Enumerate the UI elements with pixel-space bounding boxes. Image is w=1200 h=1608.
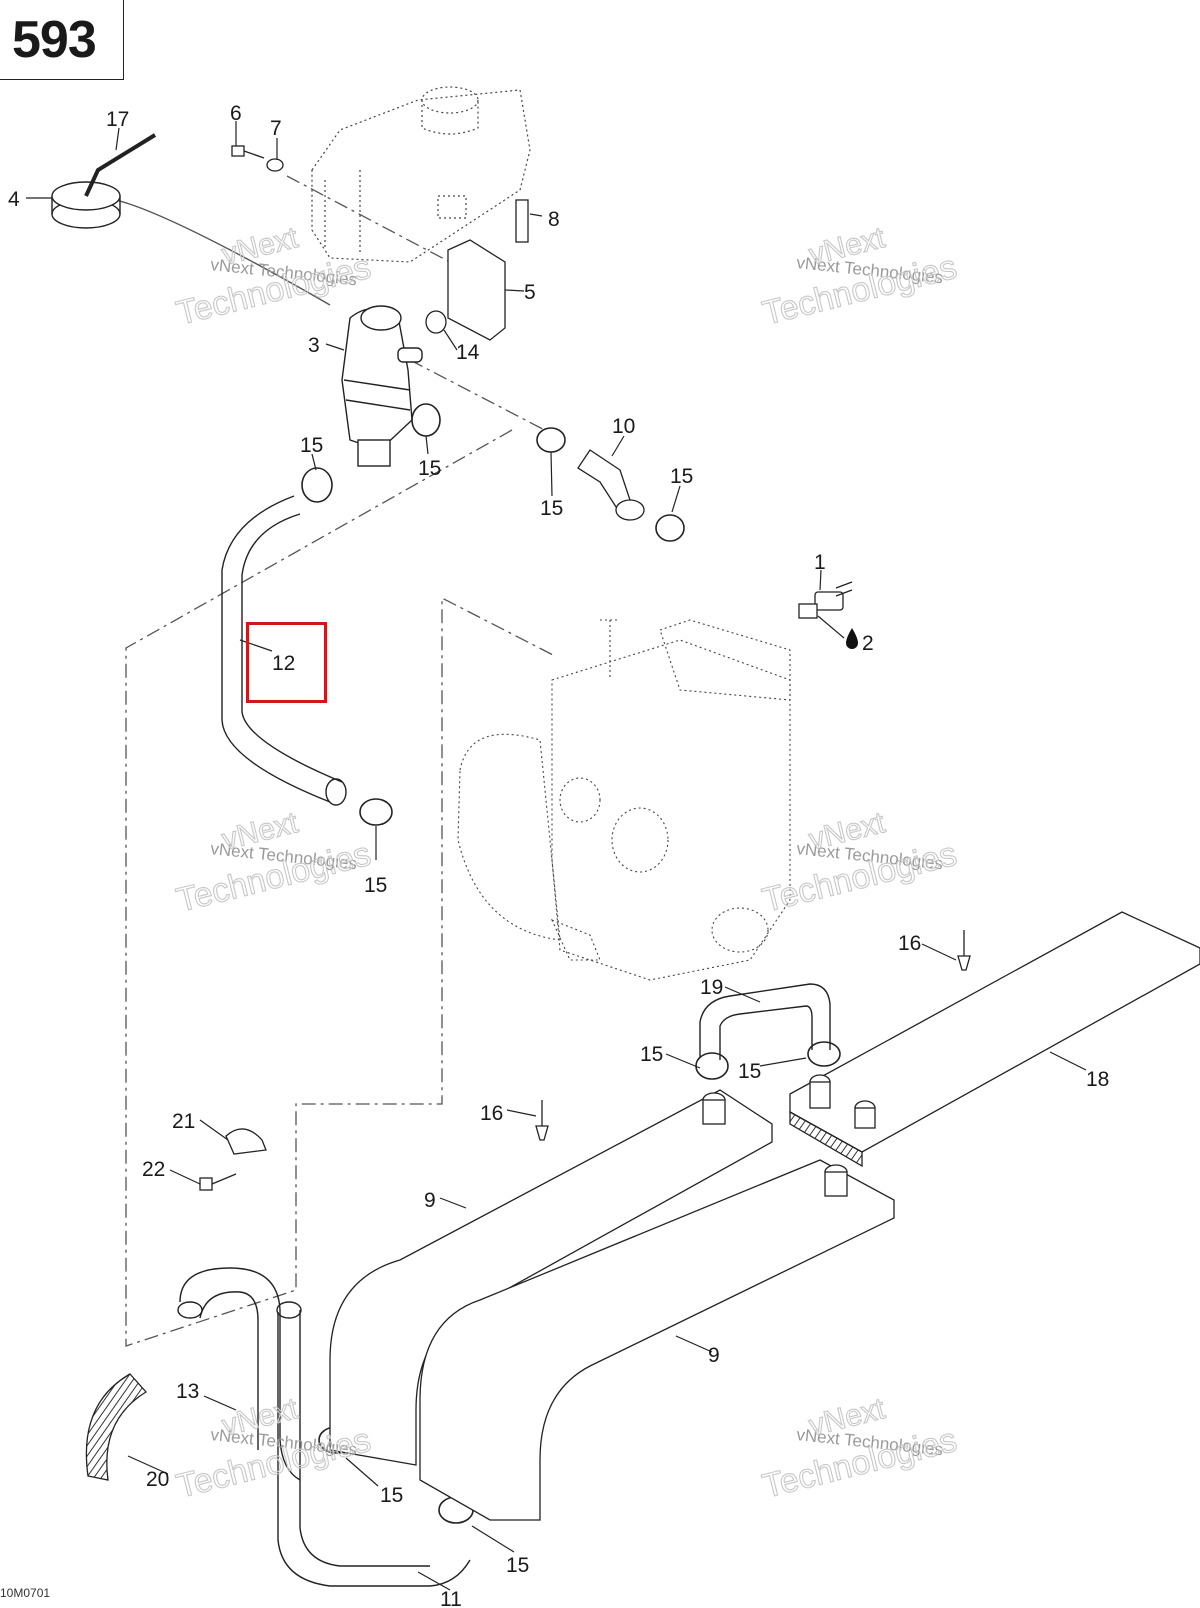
watermark-top-left: vNext Technologies vNext Technologies (172, 221, 375, 334)
heat-exchanger-9-upper (329, 1089, 773, 1466)
callout-12: 12 (272, 652, 295, 675)
callout-2: 2 (862, 632, 874, 655)
callout-20: 20 (146, 1468, 169, 1491)
tank-bracket (425, 199, 529, 341)
watermark-bottom-right: vNext Technologies vNext Technologies (758, 1392, 961, 1507)
mounting-clamp (199, 1128, 267, 1191)
heat-exchanger-18 (789, 911, 1200, 1168)
callout-5: 5 (524, 281, 536, 304)
callout-labels: 1 2 3 4 5 6 7 8 9 9 10 11 12 13 14 15 15… (8, 102, 1109, 1608)
coolant-tank-outline (311, 86, 531, 263)
hose-13 (177, 1267, 301, 1481)
callout-6: 6 (230, 102, 242, 125)
hose-clamps (301, 403, 841, 1524)
leader-lines (26, 121, 1087, 1591)
callout-15-e: 15 (364, 874, 387, 897)
rivets (535, 930, 971, 1141)
callout-15-f: 15 (640, 1043, 663, 1066)
callout-15-i: 15 (506, 1554, 529, 1577)
sealant-drop-icon (846, 628, 858, 649)
callout-13: 13 (176, 1380, 199, 1403)
callout-7: 7 (270, 117, 282, 140)
callout-18: 18 (1086, 1068, 1109, 1091)
hose-10 (577, 449, 645, 521)
assembly-outline (125, 175, 561, 1347)
heat-exchanger-9-lower (419, 1159, 895, 1521)
highlight-box-part-12 (246, 622, 327, 703)
callout-22: 22 (142, 1158, 165, 1181)
callout-15-b: 15 (418, 457, 441, 480)
callout-16-b: 16 (480, 1102, 503, 1125)
callout-9-lower: 9 (708, 1344, 720, 1367)
page-number-box: 593 (0, 0, 124, 80)
hose-12 (221, 495, 347, 806)
watermark-top-right: vNext Technologies vNext Technologies (758, 221, 961, 334)
callout-15-a: 15 (300, 434, 323, 457)
watermark-mid-right: vNext Technologies vNext Technologies (758, 806, 961, 921)
callout-8: 8 (548, 208, 560, 231)
callout-4: 4 (8, 188, 20, 211)
drawing-reference-code: 10M0701 (0, 1586, 51, 1600)
protective-sleeve-20 (85, 1373, 148, 1481)
callout-14: 14 (456, 341, 480, 364)
hose-19 (699, 983, 831, 1060)
callout-15-d: 15 (670, 465, 693, 488)
callout-9-upper: 9 (424, 1189, 436, 1212)
callout-15-c: 15 (540, 497, 563, 520)
callout-19: 19 (700, 976, 723, 999)
bolt-and-washer (231, 145, 284, 172)
callout-10: 10 (612, 415, 635, 438)
page-number: 593 (12, 11, 97, 69)
callout-1: 1 (814, 551, 826, 574)
svg-text:Technologies: Technologies (173, 248, 375, 333)
engine-outline (457, 619, 791, 981)
callout-11: 11 (440, 1588, 462, 1608)
callout-3: 3 (308, 334, 320, 357)
callout-21: 21 (172, 1110, 195, 1133)
watermark-mid-left: vNext Technologies vNext Technologies (172, 806, 375, 921)
callout-15-g: 15 (738, 1060, 761, 1083)
callout-15-h: 15 (380, 1484, 403, 1507)
hose-11 (276, 1301, 471, 1587)
callout-16-a: 16 (898, 932, 921, 955)
expansion-bottle (341, 305, 423, 467)
temperature-sensor (798, 581, 853, 619)
pressure-cap (51, 133, 331, 306)
callout-17: 17 (106, 108, 129, 131)
